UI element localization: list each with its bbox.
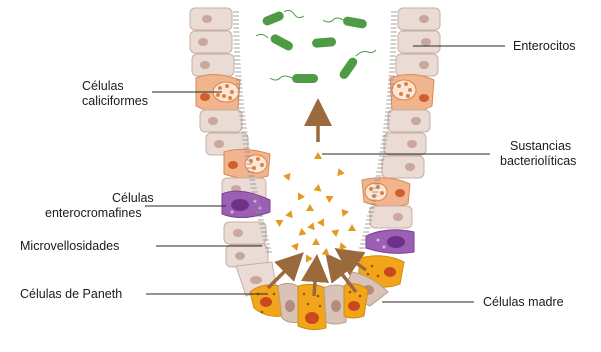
goblet-cell xyxy=(362,178,410,207)
enterocyte xyxy=(384,133,426,155)
paneth-cell xyxy=(344,284,368,318)
label-microvellosidades: Microvellosidades xyxy=(20,239,119,253)
enterocyte xyxy=(382,156,424,178)
stem-cell xyxy=(278,283,300,322)
enterochromaffin-cell xyxy=(366,230,414,254)
enterocyte xyxy=(398,31,440,53)
paneth-cell xyxy=(250,285,282,316)
enterocyte xyxy=(190,31,232,53)
enterocyte xyxy=(396,54,438,76)
goblet-cell xyxy=(196,74,240,112)
paneth-cell xyxy=(298,284,326,329)
label-caliciformes-line2: caliciformes xyxy=(82,94,148,108)
label-enterocromafines-line2: enterocromafines xyxy=(45,206,142,220)
label-sustancias-line1: Sustancias xyxy=(510,139,571,153)
enterocyte xyxy=(388,110,430,132)
enterocyte xyxy=(370,206,412,228)
label-caliciformes-line1: Células xyxy=(82,79,124,93)
label-madre: Células madre xyxy=(483,295,564,309)
goblet-cell xyxy=(390,74,434,112)
label-enterocitos: Enterocitos xyxy=(513,39,576,53)
paneth-arrow xyxy=(314,268,316,296)
enterocyte xyxy=(200,110,242,132)
enterocyte xyxy=(224,222,266,244)
enterocyte xyxy=(190,8,232,30)
enterocyte xyxy=(192,54,234,76)
enterocyte xyxy=(398,8,440,30)
label-paneth: Células de Paneth xyxy=(20,287,122,301)
crypt-base xyxy=(250,283,368,329)
label-sustancias-line2: bacteriolíticas xyxy=(500,154,576,168)
label-enterocromafines-line1: Células xyxy=(112,191,154,205)
